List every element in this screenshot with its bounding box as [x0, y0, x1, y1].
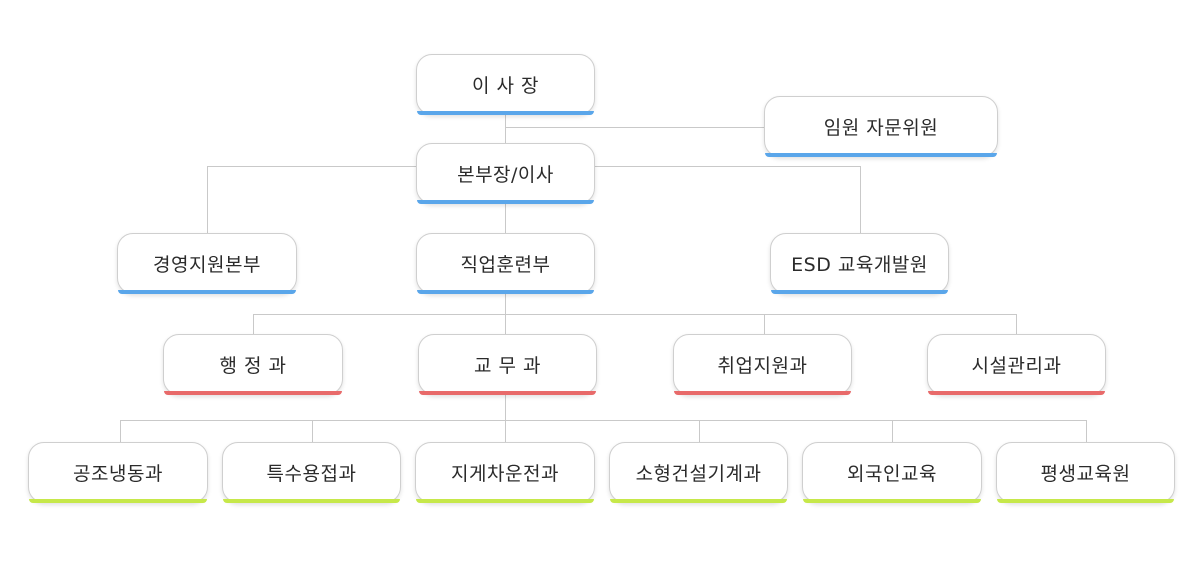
- node-forklift: 지게차운전과: [415, 442, 595, 503]
- node-chairman: 이 사 장: [416, 54, 595, 115]
- connector-line: [860, 166, 861, 234]
- node-label: 소형건설기계과: [635, 463, 762, 485]
- node-label: 임원 자문위원: [823, 117, 939, 139]
- node-label: 외국인교육: [847, 463, 937, 485]
- node-admin: 행 정 과: [163, 334, 343, 395]
- connector-line: [505, 204, 506, 234]
- connector-line: [1086, 420, 1087, 442]
- connector-line: [892, 420, 893, 442]
- node-label: 이 사 장: [471, 75, 540, 97]
- node-director: 본부장/이사: [416, 143, 595, 204]
- node-esd: ESD 교육개발원: [770, 233, 949, 294]
- node-management: 경영지원본부: [117, 233, 297, 294]
- node-label: 직업훈련부: [460, 254, 551, 276]
- node-label: 행 정 과: [219, 355, 287, 377]
- node-label: 본부장/이사: [457, 164, 554, 186]
- node-label: 공조냉동과: [73, 463, 163, 485]
- node-foreign: 외국인교육: [802, 442, 982, 503]
- connector-line: [120, 420, 121, 442]
- node-hvac: 공조냉동과: [28, 442, 208, 503]
- node-label: 특수용접과: [266, 463, 357, 485]
- connector-line: [505, 394, 506, 442]
- node-academic: 교 무 과: [418, 334, 597, 395]
- connector-line: [699, 420, 700, 442]
- node-label: 교 무 과: [473, 355, 542, 377]
- node-label: ESD 교육개발원: [791, 254, 928, 276]
- connector-line: [764, 314, 765, 334]
- connector-line: [253, 314, 254, 334]
- node-lifelong: 평생교육원: [996, 442, 1175, 503]
- node-label: 평생교육원: [1040, 463, 1131, 485]
- connector-line: [1016, 314, 1017, 334]
- node-employment: 취업지원과: [673, 334, 852, 395]
- node-label: 지게차운전과: [451, 463, 559, 485]
- node-machinery: 소형건설기계과: [609, 442, 788, 503]
- connector-line: [120, 420, 1086, 421]
- connector-line: [505, 114, 506, 144]
- node-welding: 특수용접과: [222, 442, 401, 503]
- node-label: 취업지원과: [717, 355, 808, 377]
- node-vocational: 직업훈련부: [416, 233, 595, 294]
- node-label: 경영지원본부: [153, 254, 261, 276]
- connector-line: [312, 420, 313, 442]
- node-advisory: 임원 자문위원: [764, 96, 998, 157]
- connector-line: [253, 314, 1016, 315]
- node-facility: 시설관리과: [927, 334, 1106, 395]
- node-label: 시설관리과: [971, 355, 1062, 377]
- connector-line: [207, 166, 208, 234]
- connector-line: [505, 127, 765, 128]
